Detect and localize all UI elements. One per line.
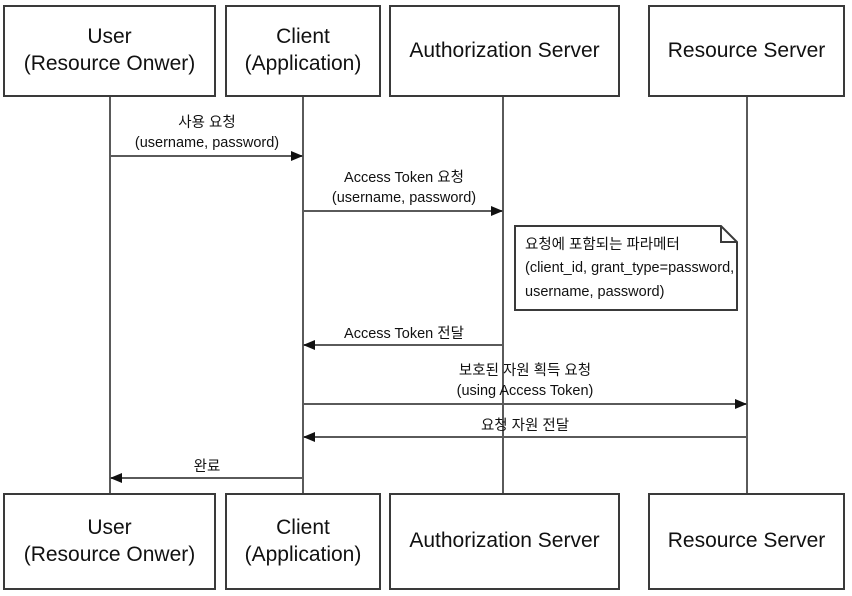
participant-header-label-primary: Resource Server (667, 38, 826, 62)
participant-header-label-primary: Client (276, 25, 330, 49)
participant-header-box-authorization-server: Authorization Server (389, 5, 620, 97)
participant-header-label-primary: Authorization Server (409, 38, 600, 62)
note-fold-corner-icon (720, 226, 737, 243)
note-shape-group (514, 225, 738, 311)
participant-header-label-primary: User (87, 25, 132, 49)
participant-header-box-user: User (Resource Onwer) (3, 5, 216, 97)
participant-header-box-client: Client (Application) (225, 5, 381, 97)
note-text-line2: (client_id, grant_type=password, (525, 260, 735, 277)
note-text-line3: username, password) (525, 283, 665, 300)
participant-footer-box-authorization-server: Authorization Server (389, 493, 620, 590)
participant-footer-box-client: Client (Application) (225, 493, 381, 590)
participant-footer-box-user: User (Resource Onwer) (3, 493, 216, 590)
participant-header-box-resource-server: Resource Server (648, 5, 845, 97)
message-arrows-group (110, 151, 747, 483)
note-body-shape (514, 225, 738, 311)
note-request-parameters-text: 요청에 포함되는 파라메터 (client_id, grant_type=pass… (525, 234, 734, 304)
participant-footer-label-primary: Client (276, 515, 330, 539)
participant-footer-label-primary: Authorization Server (409, 529, 600, 553)
lifelines-group (109, 97, 748, 493)
participant-footer-label-primary: Resource Server (667, 529, 826, 553)
participant-footer-label-primary: User (87, 515, 132, 539)
participant-footer-box-resource-server: Resource Server (648, 493, 845, 590)
participant-footer-label-secondary: (Application) (244, 542, 362, 566)
participant-footer-label-secondary: (Resource Onwer) (23, 542, 196, 566)
note-text-line1: 요청에 포함되는 파라메터 (525, 237, 680, 253)
participant-header-label-secondary: (Resource Onwer) (23, 52, 196, 75)
participant-header-label-secondary: (Application) (244, 52, 362, 75)
